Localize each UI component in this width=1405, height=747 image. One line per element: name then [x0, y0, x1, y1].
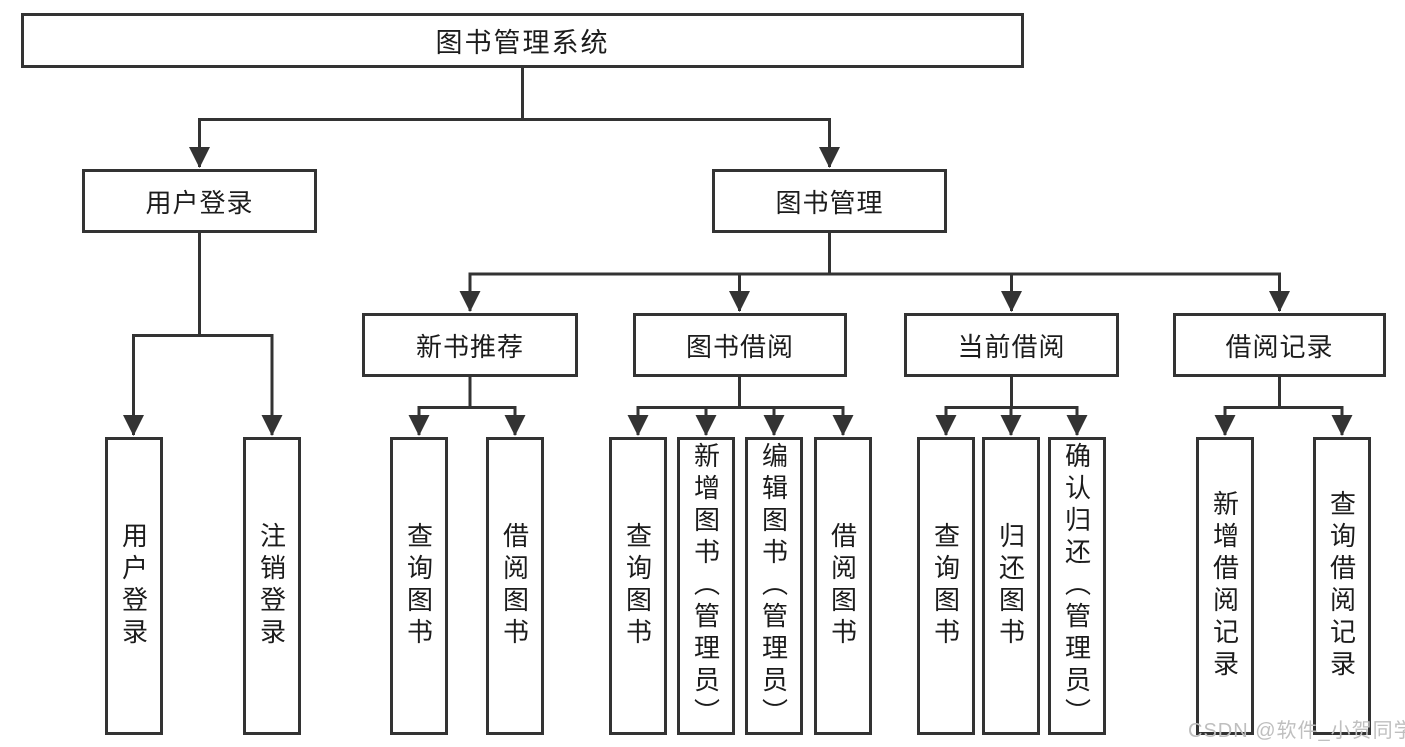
- node-user-login: 用户登录: [82, 169, 317, 233]
- leaf-add-borrow-record: 新增借阅记录: [1196, 437, 1254, 735]
- leaf-return-books: 归还图书: [982, 437, 1040, 735]
- leaf-user-login: 用户登录: [105, 437, 163, 735]
- leaf-logout: 注销登录: [243, 437, 301, 735]
- leaf-add-book-admin: 新增图书（管理员）: [677, 437, 735, 735]
- leaf-query-books-recommend: 查询图书: [390, 437, 448, 735]
- leaf-borrow-books-recommend: 借阅图书: [486, 437, 544, 735]
- node-library-management-system: 图书管理系统: [21, 13, 1024, 68]
- leaf-confirm-return-admin: 确认归还（管理员）: [1048, 437, 1106, 735]
- node-current-borrowing: 当前借阅: [904, 313, 1119, 377]
- node-borrowing-records: 借阅记录: [1173, 313, 1386, 377]
- watermark-text: CSDN @软件_小贺同学: [1188, 720, 1405, 742]
- node-book-management: 图书管理: [712, 169, 947, 233]
- node-new-book-recommendation: 新书推荐: [362, 313, 578, 377]
- leaf-edit-book-admin: 编辑图书（管理员）: [745, 437, 803, 735]
- node-book-borrowing: 图书借阅: [633, 313, 847, 377]
- leaf-query-books-current: 查询图书: [917, 437, 975, 735]
- leaf-query-borrow-record: 查询借阅记录: [1313, 437, 1371, 735]
- leaf-query-books-borrow: 查询图书: [609, 437, 667, 735]
- leaf-borrow-books: 借阅图书: [814, 437, 872, 735]
